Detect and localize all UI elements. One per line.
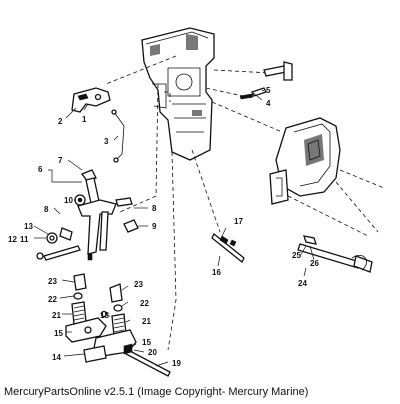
callout-4: 4 bbox=[266, 99, 271, 108]
callout-19: 19 bbox=[172, 359, 181, 368]
callout-12: 12 bbox=[8, 235, 17, 244]
alignment-lines bbox=[105, 55, 385, 351]
rod-parts bbox=[211, 232, 373, 273]
swivel-bracket bbox=[141, 27, 215, 161]
callout-23-left: 23 bbox=[48, 277, 57, 286]
callout-18: 18 bbox=[100, 311, 109, 320]
callout-labels: 1 2 3 4 5 6 7 8 8 9 10 11 12 13 14 15 15… bbox=[8, 86, 319, 368]
callout-15-right: 15 bbox=[142, 338, 151, 347]
leader-lines bbox=[33, 89, 315, 367]
callout-22-right: 22 bbox=[140, 299, 149, 308]
callout-20: 20 bbox=[148, 348, 157, 357]
lower-detent-assembly bbox=[65, 273, 171, 377]
image-caption: MercuryPartsOnline v2.5.1 (Image Copyrig… bbox=[4, 386, 309, 398]
callout-24: 24 bbox=[298, 279, 307, 288]
callout-8-left: 8 bbox=[44, 205, 49, 214]
callout-23-right: 23 bbox=[134, 280, 143, 289]
callout-11: 11 bbox=[20, 235, 29, 244]
callout-5: 5 bbox=[266, 86, 271, 95]
callout-3: 3 bbox=[104, 137, 109, 146]
callout-7: 7 bbox=[58, 156, 63, 165]
callout-8-right: 8 bbox=[152, 204, 157, 213]
callout-10: 10 bbox=[64, 196, 73, 205]
callout-1: 1 bbox=[82, 115, 87, 124]
callout-14: 14 bbox=[52, 353, 61, 362]
callout-21-left: 21 bbox=[52, 311, 61, 320]
shift-lever-assembly bbox=[36, 169, 139, 261]
upper-small-parts bbox=[71, 61, 293, 163]
callout-13: 13 bbox=[24, 222, 33, 231]
callout-25: 25 bbox=[292, 251, 301, 260]
callout-15-left: 15 bbox=[54, 329, 63, 338]
callout-6: 6 bbox=[38, 165, 43, 174]
callout-17: 17 bbox=[234, 217, 243, 226]
clamp-bracket bbox=[269, 117, 341, 205]
callout-2: 2 bbox=[58, 117, 63, 126]
callout-9: 9 bbox=[152, 222, 157, 231]
callout-26: 26 bbox=[310, 259, 319, 268]
callout-21-right: 21 bbox=[142, 317, 151, 326]
callout-22-left: 22 bbox=[48, 295, 57, 304]
callout-16: 16 bbox=[212, 268, 221, 277]
